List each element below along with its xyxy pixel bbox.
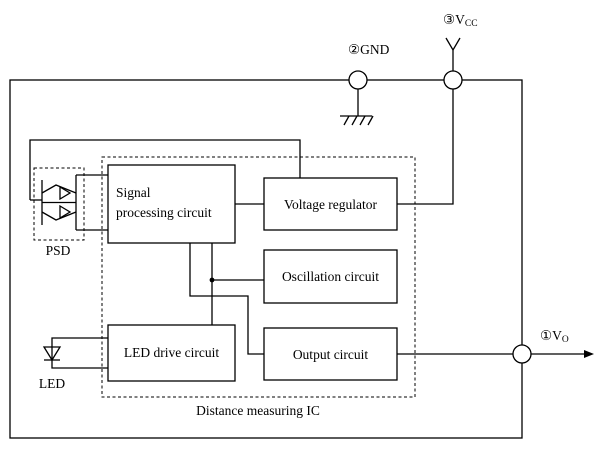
internal-wiring <box>189 203 264 355</box>
signal-processing-label-line1: Signal <box>116 185 151 200</box>
led-label: LED <box>39 376 65 391</box>
package-outline <box>9 79 523 439</box>
vcc-pin <box>397 37 463 205</box>
gnd-pin <box>340 70 374 126</box>
vcc-pin-label: ③VCC <box>443 12 478 29</box>
led-drive-circuit-block <box>107 324 236 382</box>
voltage-regulator-label: Voltage regulator <box>284 197 378 212</box>
ic-boundary <box>101 156 416 398</box>
oscillation-circuit-label: Oscillation circuit <box>282 269 379 284</box>
vo-pin <box>397 344 594 364</box>
oscillation-circuit-block <box>263 249 398 304</box>
psd-symbol <box>41 180 77 225</box>
vo-pin-label: ①VO <box>540 328 569 345</box>
signal-processing-block <box>107 164 236 244</box>
led-drive-circuit-label: LED drive circuit <box>124 345 219 360</box>
signal-processing-label-line2: processing circuit <box>116 205 212 220</box>
gnd-pin-label: ②GND <box>348 42 390 57</box>
voltage-regulator-block <box>263 177 398 231</box>
led-symbol <box>42 337 108 369</box>
output-circuit-label: Output circuit <box>293 347 369 362</box>
psd-boundary <box>33 167 85 241</box>
ic-label: Distance measuring IC <box>196 403 320 418</box>
psd-label: PSD <box>46 243 71 258</box>
psd-wiring <box>29 139 301 231</box>
